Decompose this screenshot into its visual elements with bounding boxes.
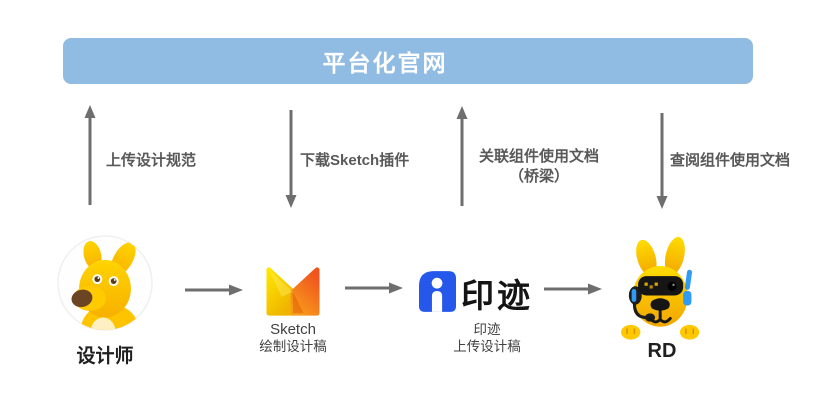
arrow-right-icon: [185, 284, 243, 296]
arrow-down-icon: [656, 113, 668, 209]
banner-title: 平台化官网: [322, 50, 448, 76]
node-label-yinji-line2: 上传设计稿: [453, 339, 521, 354]
platform-site-banner: 平台化官网: [63, 38, 753, 84]
flow-label-link-docs-line1: 关联组件使用文档: [478, 148, 599, 165]
node-label-sketch-line2: 绘制设计稿: [259, 339, 327, 354]
arrow-right-icon: [544, 283, 602, 295]
yinji-logo-text: 印迹: [461, 277, 533, 314]
flow-label-view-docs: 查阅组件使用文档: [670, 152, 791, 169]
flow-label-link-docs-line2: （桥梁）: [508, 168, 569, 185]
flow-label-link-docs: 关联组件使用文档 （桥梁）: [468, 147, 610, 187]
arrow-down-icon: [285, 110, 297, 208]
arrow-up-icon: [84, 105, 96, 205]
node-label-yinji-line1: 印迹: [473, 322, 501, 337]
node-label-designer: 设计师: [76, 346, 134, 367]
sketch-m-logo-icon: [266, 267, 320, 316]
node-label-sketch-line1: Sketch: [270, 321, 316, 338]
node-label-yinji: 印迹 上传设计稿: [427, 321, 547, 355]
arrow-up-icon: [456, 106, 468, 206]
arrow-right-icon: [345, 282, 403, 294]
robot-kangaroo-mascot-icon: [621, 237, 700, 340]
node-label-rd: RD: [647, 340, 677, 362]
flow-label-upload-spec: 上传设计规范: [106, 152, 197, 169]
flow-label-download-plugin: 下载Sketch插件: [300, 152, 410, 169]
yinji-logo-icon: [419, 271, 456, 312]
node-label-sketch: Sketch 绘制设计稿: [233, 321, 353, 355]
kangaroo-mascot-icon: [57, 235, 153, 331]
